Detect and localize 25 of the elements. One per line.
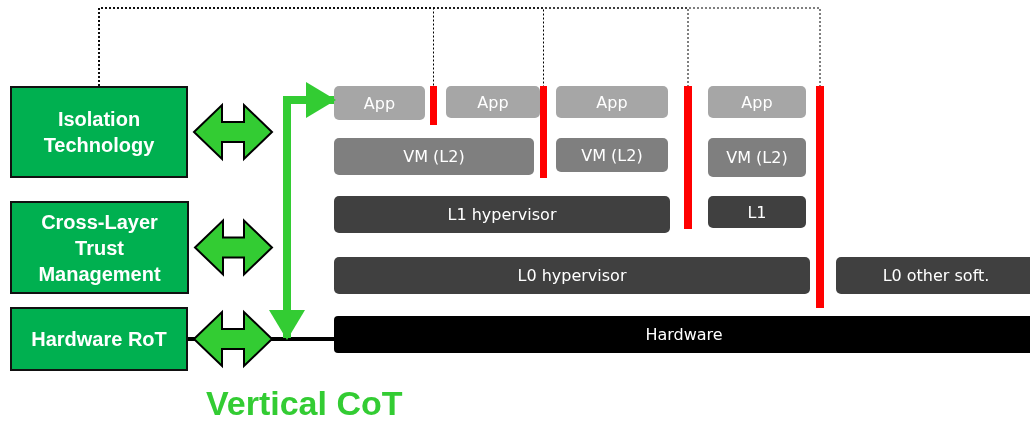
layer-box: VM (L2) [708,138,806,177]
layer-box: L0 hypervisor [334,257,810,294]
layer-box: L1 [708,196,806,228]
double-arrow [193,218,274,277]
process-box: Isolation Technology [10,86,188,178]
layer-box: App [334,86,425,120]
separator-bar [684,86,692,229]
diagram-label: Vertical CoT [206,384,403,423]
separator-bar [540,86,547,178]
layer-box: Hardware [334,316,1030,353]
double-arrow [192,102,274,162]
separator-bar [430,86,437,125]
dotted-connector [98,7,821,87]
process-box: Hardware RoT [10,307,188,371]
layer-box: App [708,86,806,118]
layer-box: App [556,86,668,118]
layer-box: VM (L2) [556,138,668,172]
double-arrow [192,309,274,369]
arrow [269,82,336,340]
separator-bar [816,86,824,308]
layer-box: App [446,86,540,118]
layer-box: L0 other soft. [836,257,1030,294]
layer-box: VM (L2) [334,138,534,175]
process-box: Cross-Layer Trust Management [10,201,189,294]
layer-box: L1 hypervisor [334,196,670,233]
